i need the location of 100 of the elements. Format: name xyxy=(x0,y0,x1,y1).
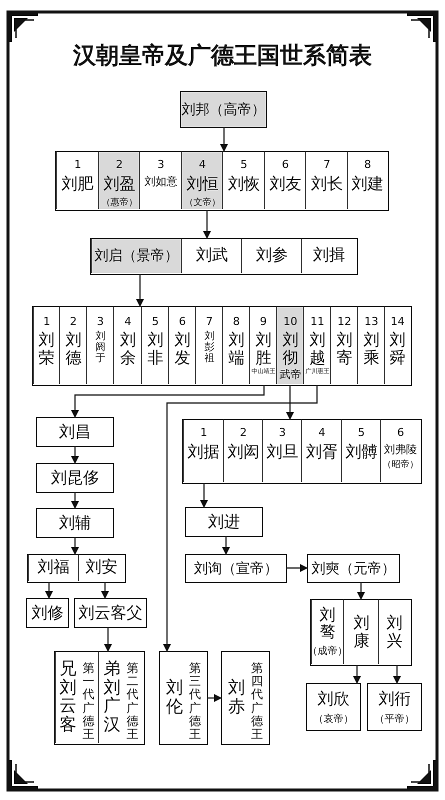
birth-order-number: 6 xyxy=(178,315,186,328)
row-box xyxy=(182,419,422,484)
name-text: 刘彭祖 xyxy=(204,331,214,364)
birth-order-number: 5 xyxy=(152,315,159,328)
arrow xyxy=(203,211,211,239)
birth-order-number: 3 xyxy=(157,158,164,171)
arrow xyxy=(71,447,79,464)
birth-order-number: 2 xyxy=(116,158,123,171)
name-cell xyxy=(181,152,222,209)
name-text: 刘越 xyxy=(309,331,326,366)
name-box xyxy=(185,507,263,537)
name-text: 刘奭（元帝） xyxy=(312,560,396,578)
name-cell xyxy=(303,307,330,384)
name-box xyxy=(307,554,400,583)
name-text: 刘胥 xyxy=(306,442,338,463)
birth-order-number: 5 xyxy=(240,158,248,171)
birth-order-number: 3 xyxy=(278,426,286,439)
name-box xyxy=(367,683,422,731)
title-text: 第二代广德王 xyxy=(126,662,139,742)
name-text: 兄刘云客 xyxy=(60,660,77,735)
name-cell xyxy=(59,307,86,384)
name-text: 刘胜 xyxy=(255,331,272,366)
arrow xyxy=(200,484,208,508)
name-cell xyxy=(241,239,302,273)
title-text: 第一代广德王 xyxy=(82,662,95,742)
name-cell xyxy=(311,600,344,664)
name-cell xyxy=(301,420,342,482)
name-cell xyxy=(183,420,224,482)
row-box xyxy=(90,238,358,275)
title-text: （平帝） xyxy=(374,712,414,726)
name-text: 刘辅 xyxy=(59,512,91,534)
name-text: 刘建 xyxy=(352,174,384,195)
birth-order-number: 1 xyxy=(200,426,208,439)
name-text: 刘舜 xyxy=(390,331,406,366)
name-text: 刘盈 xyxy=(103,174,136,195)
name-box xyxy=(221,651,270,745)
row-box xyxy=(310,599,412,666)
title-text: （文帝） xyxy=(184,196,220,209)
birth-order-number: 4 xyxy=(318,426,326,439)
name-text: 刘兴 xyxy=(386,614,403,650)
name-text: 刘欣 xyxy=(318,688,350,710)
arrow xyxy=(101,583,109,599)
name-text: 刘长 xyxy=(310,174,343,195)
birth-order-number: 7 xyxy=(323,158,330,171)
birth-order-number: 2 xyxy=(70,315,77,328)
name-text: 刘如意 xyxy=(144,174,178,189)
birth-order-number: 4 xyxy=(124,315,132,328)
name-text: 刘参 xyxy=(256,245,288,266)
name-box xyxy=(185,554,287,583)
name-text: 刘衎 xyxy=(378,688,410,710)
title-text: （昭帝） xyxy=(382,458,419,471)
title-text: （哀帝） xyxy=(314,712,354,726)
name-text: 刘乘 xyxy=(363,331,380,366)
birth-order-number: 6 xyxy=(397,426,404,439)
row-box xyxy=(54,651,145,745)
arrow xyxy=(71,538,79,555)
name-cell xyxy=(223,420,262,482)
birth-order-number: 8 xyxy=(364,158,372,171)
name-text: 刘发 xyxy=(174,331,190,366)
birth-order-number: 11 xyxy=(310,315,324,328)
name-text: 刘恒 xyxy=(186,174,218,195)
name-text: 刘寄 xyxy=(336,331,352,366)
name-box xyxy=(159,651,208,745)
arrow xyxy=(45,583,53,599)
name-cell xyxy=(98,152,140,209)
name-cell xyxy=(195,307,222,384)
name-text: 刘伦 xyxy=(166,679,183,717)
name-cell xyxy=(249,307,276,384)
birth-order-number: 6 xyxy=(282,158,289,171)
name-box xyxy=(74,598,147,628)
name-cell xyxy=(330,307,358,384)
birth-order-number: 1 xyxy=(74,158,82,171)
arrow xyxy=(357,583,365,600)
name-cell xyxy=(276,307,304,384)
name-cell xyxy=(141,307,168,384)
title: 汉朝皇帝及广德王国世系简表 xyxy=(72,42,373,71)
row-box xyxy=(27,554,126,583)
arrow xyxy=(71,386,265,418)
name-cell xyxy=(264,152,306,209)
title-text: 第三代广德王 xyxy=(189,662,201,742)
name-cell xyxy=(168,307,196,384)
title-text: （惠帝） xyxy=(101,196,138,209)
arrow xyxy=(393,666,401,684)
name-text: 刘安 xyxy=(86,557,118,578)
arrow xyxy=(287,564,308,572)
name-cell xyxy=(341,420,380,482)
birth-order-number: 9 xyxy=(260,315,267,328)
arrow xyxy=(208,694,222,702)
row-box xyxy=(55,151,389,211)
name-text: 刘非 xyxy=(147,331,164,366)
arrow xyxy=(353,666,361,684)
name-box xyxy=(26,598,69,628)
name-text: 刘赤 xyxy=(228,679,245,717)
name-cell xyxy=(28,555,78,581)
birth-order-number: 5 xyxy=(358,426,365,439)
name-text: 刘骜 xyxy=(320,606,336,641)
name-text: 刘邦（高帝） xyxy=(182,100,266,118)
name-box xyxy=(36,417,114,447)
name-text: 刘旦 xyxy=(266,442,298,463)
name-text: 刘肥 xyxy=(62,174,94,195)
